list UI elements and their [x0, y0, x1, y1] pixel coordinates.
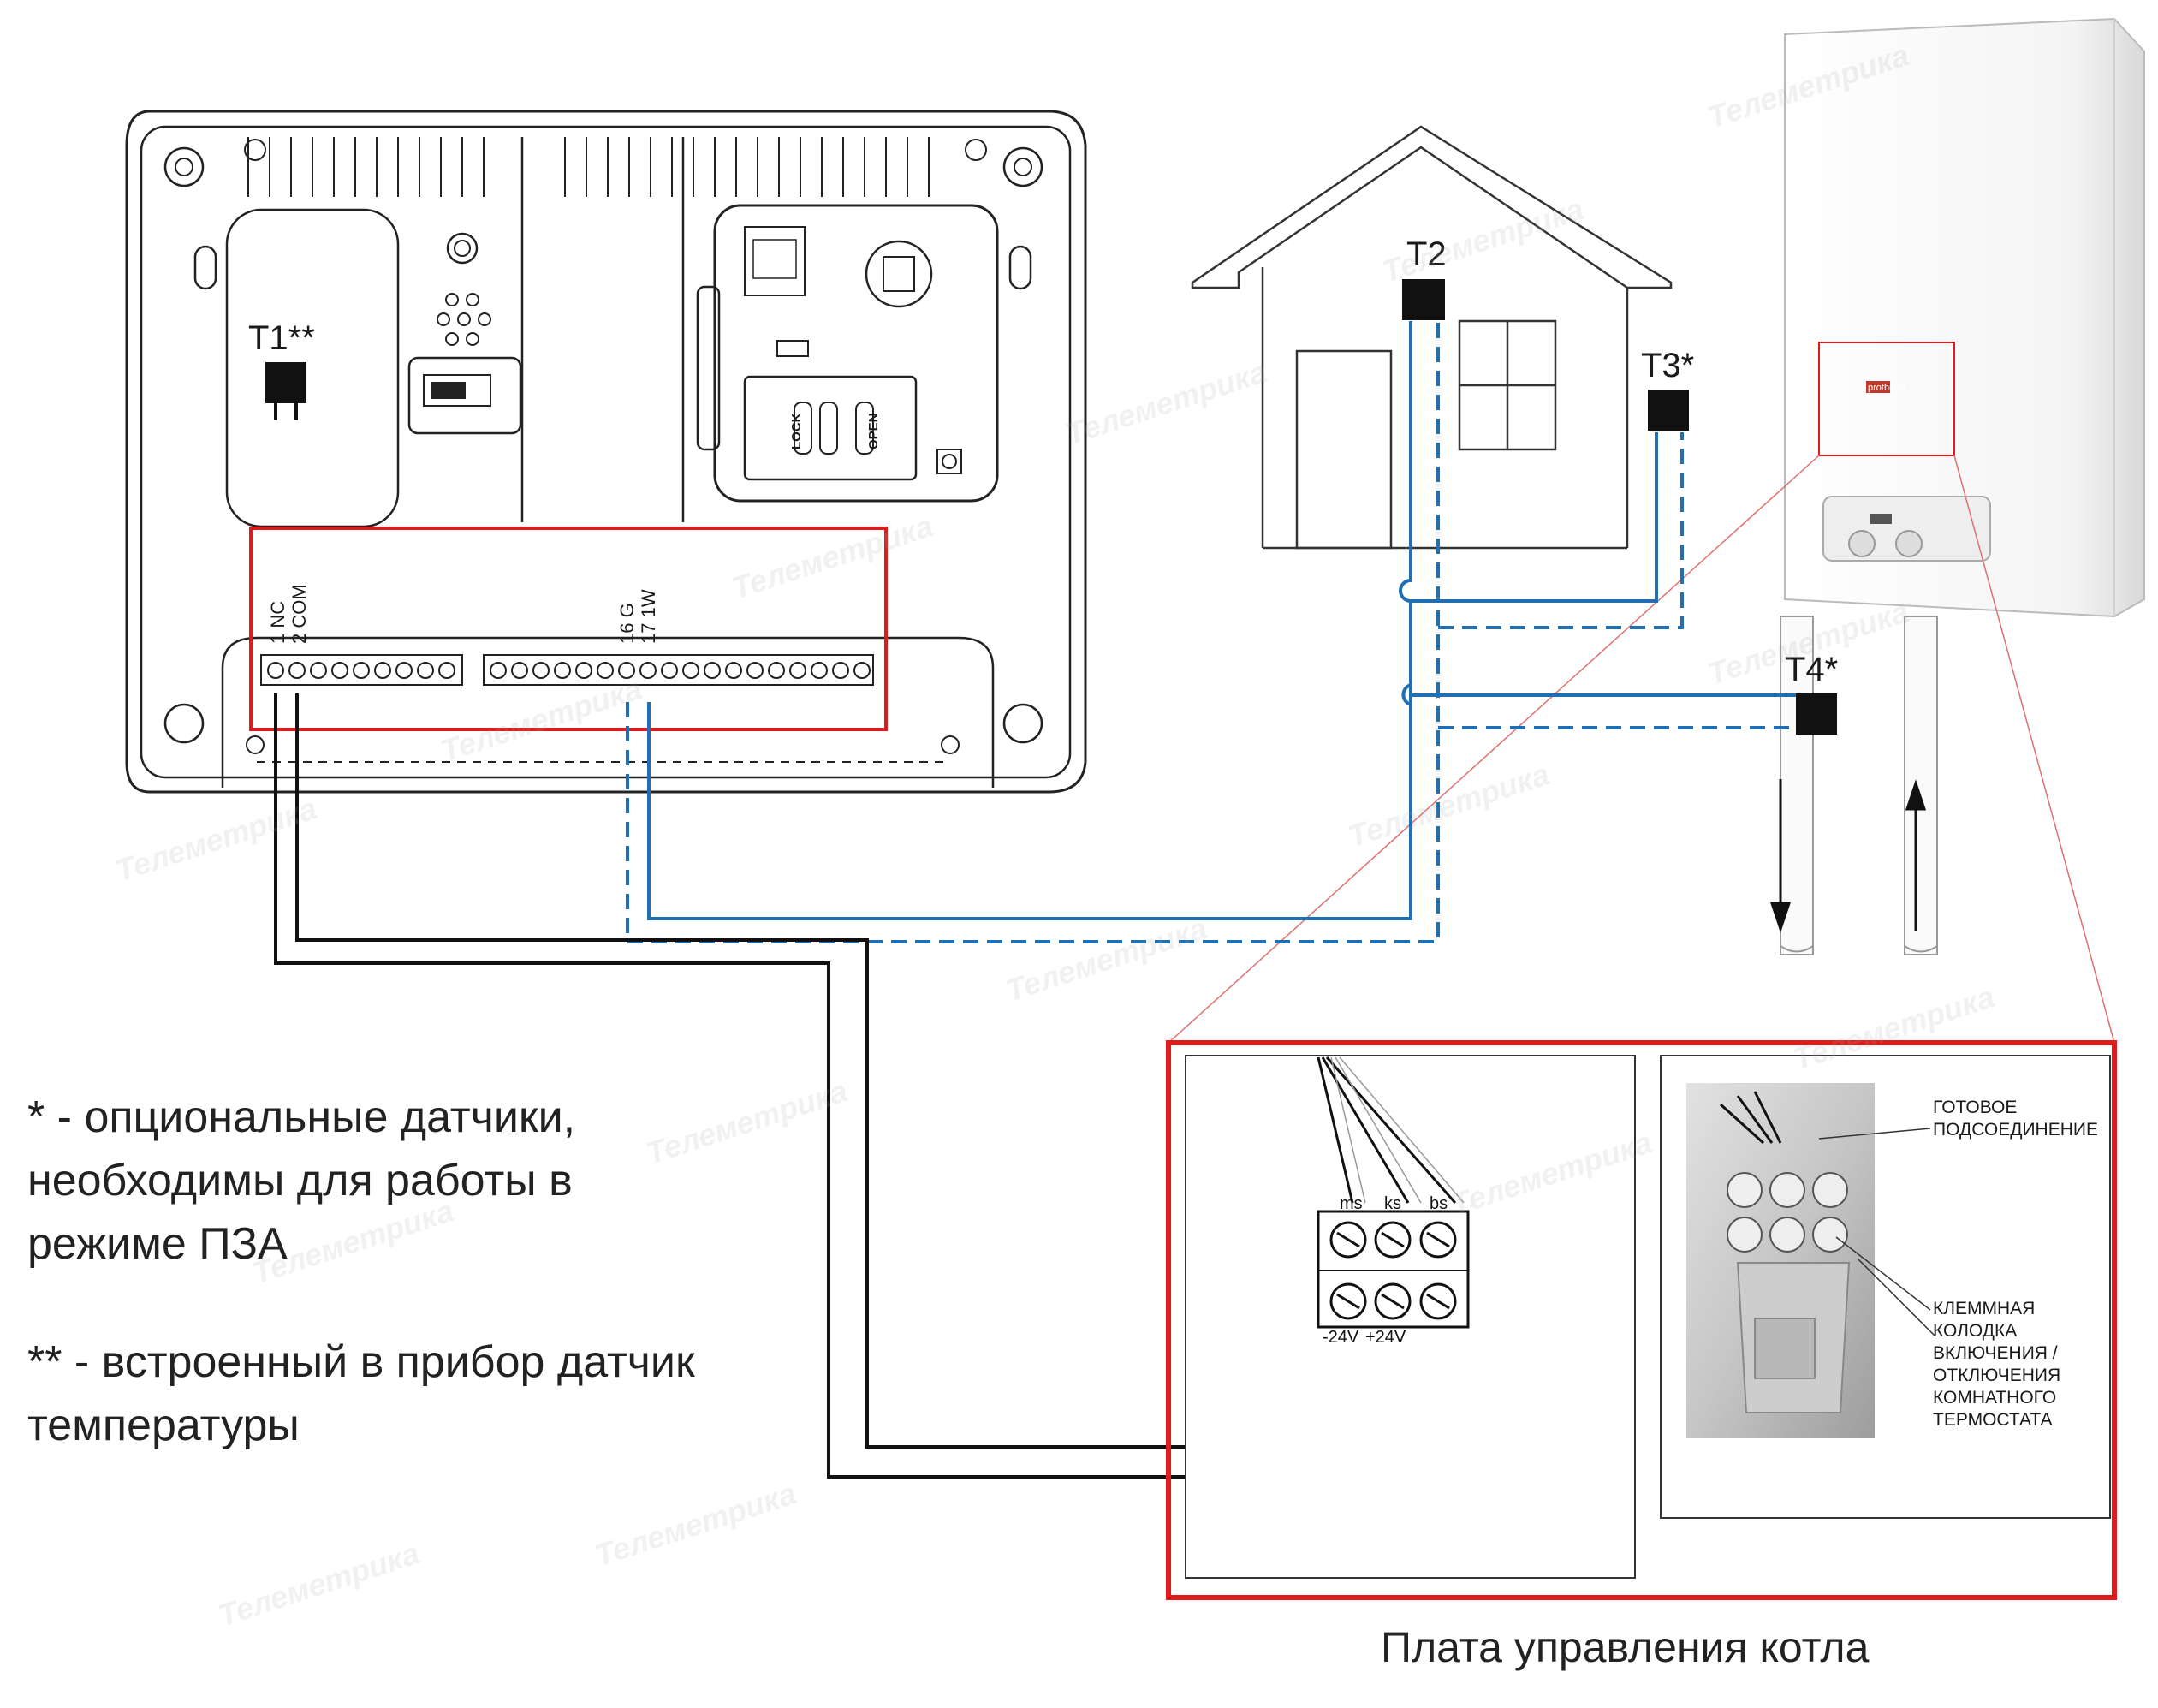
sim-open-label: OPEN [866, 413, 881, 449]
vent-slots [247, 137, 930, 197]
terminal-17-label: 17 1W [638, 589, 659, 644]
sim-lock-label: LOCK [789, 413, 804, 449]
board-photo [1686, 1083, 1875, 1438]
boiler-highlight [1818, 342, 1955, 456]
sensor-t4: T4* [1785, 651, 1838, 735]
terminal-16-label: 16 G [616, 603, 638, 644]
volt-plus-label: +24V [1365, 1328, 1406, 1347]
term-ks-label: ks [1384, 1194, 1401, 1213]
board-caption: Плата управления котла [1381, 1623, 1870, 1671]
note-optional-line-3: режиме ПЗА [27, 1219, 288, 1269]
note-builtin-line-1: ** - встроенный в прибор датчик [27, 1337, 695, 1387]
photo-callouts [1818, 1128, 1935, 1336]
term-bs-label: bs [1430, 1194, 1448, 1213]
svg-text:Телеметрика: Телеметрика [642, 1073, 852, 1171]
sensor-t1: T1** [248, 319, 315, 420]
terminal-2-label: 2 COM [288, 584, 310, 644]
svg-text:Телеметрика: Телеметрика [1002, 910, 1211, 1009]
flow-arrows [1769, 779, 1927, 933]
board-terminal-block: ms ks bs -24V +24V [1317, 1056, 1470, 1347]
svg-text:Телеметрика: Телеметрика [591, 1475, 800, 1574]
sensor-wiring [626, 321, 1798, 943]
terminal-highlight [249, 527, 888, 731]
sensor-t1-label: T1** [248, 319, 315, 357]
sensor-t2: T2 [1402, 235, 1447, 320]
svg-text:Телеметрика: Телеметрика [111, 790, 321, 889]
terminal-1-label: 1 NC [267, 601, 288, 644]
zoom-lines [1168, 455, 2115, 1044]
boiler: protherm [1780, 17, 2145, 955]
sensor-t3: T3* [1641, 347, 1694, 431]
term-ms-label: ms [1340, 1194, 1363, 1213]
controller-device: LOCK OPEN 1 NC 2 COM 16 G [125, 110, 1087, 794]
sensor-t3-label: T3* [1641, 347, 1694, 384]
sensor-t2-label: T2 [1406, 235, 1447, 273]
svg-text:Телеметрика: Телеметрика [1344, 756, 1554, 854]
svg-text:Телеметрика: Телеметрика [214, 1535, 424, 1634]
svg-text:Телеметрика: Телеметрика [1061, 354, 1271, 452]
house [1191, 125, 1673, 550]
ready-connection-label: ГОТОВОЕ ПОДСОЕДИНЕНИЕ [1933, 1098, 2098, 1140]
boiler-brand: protherm [1868, 383, 1905, 393]
control-board-frame [1166, 1040, 2117, 1600]
note-builtin-line-2: температуры [27, 1401, 300, 1450]
terminal-strip [260, 654, 874, 686]
sensor-t4-label: T4* [1785, 651, 1838, 688]
volt-minus-label: -24V [1323, 1328, 1359, 1347]
terminal-block-label: КЛЕММНАЯ КОЛОДКА ВКЛЮЧЕНИЯ / ОТКЛЮЧЕНИЯ … [1933, 1299, 2066, 1430]
note-optional-line-2: необходимы для работы в [27, 1156, 573, 1205]
note-optional-line-1: * - опциональные датчики, [27, 1092, 576, 1142]
